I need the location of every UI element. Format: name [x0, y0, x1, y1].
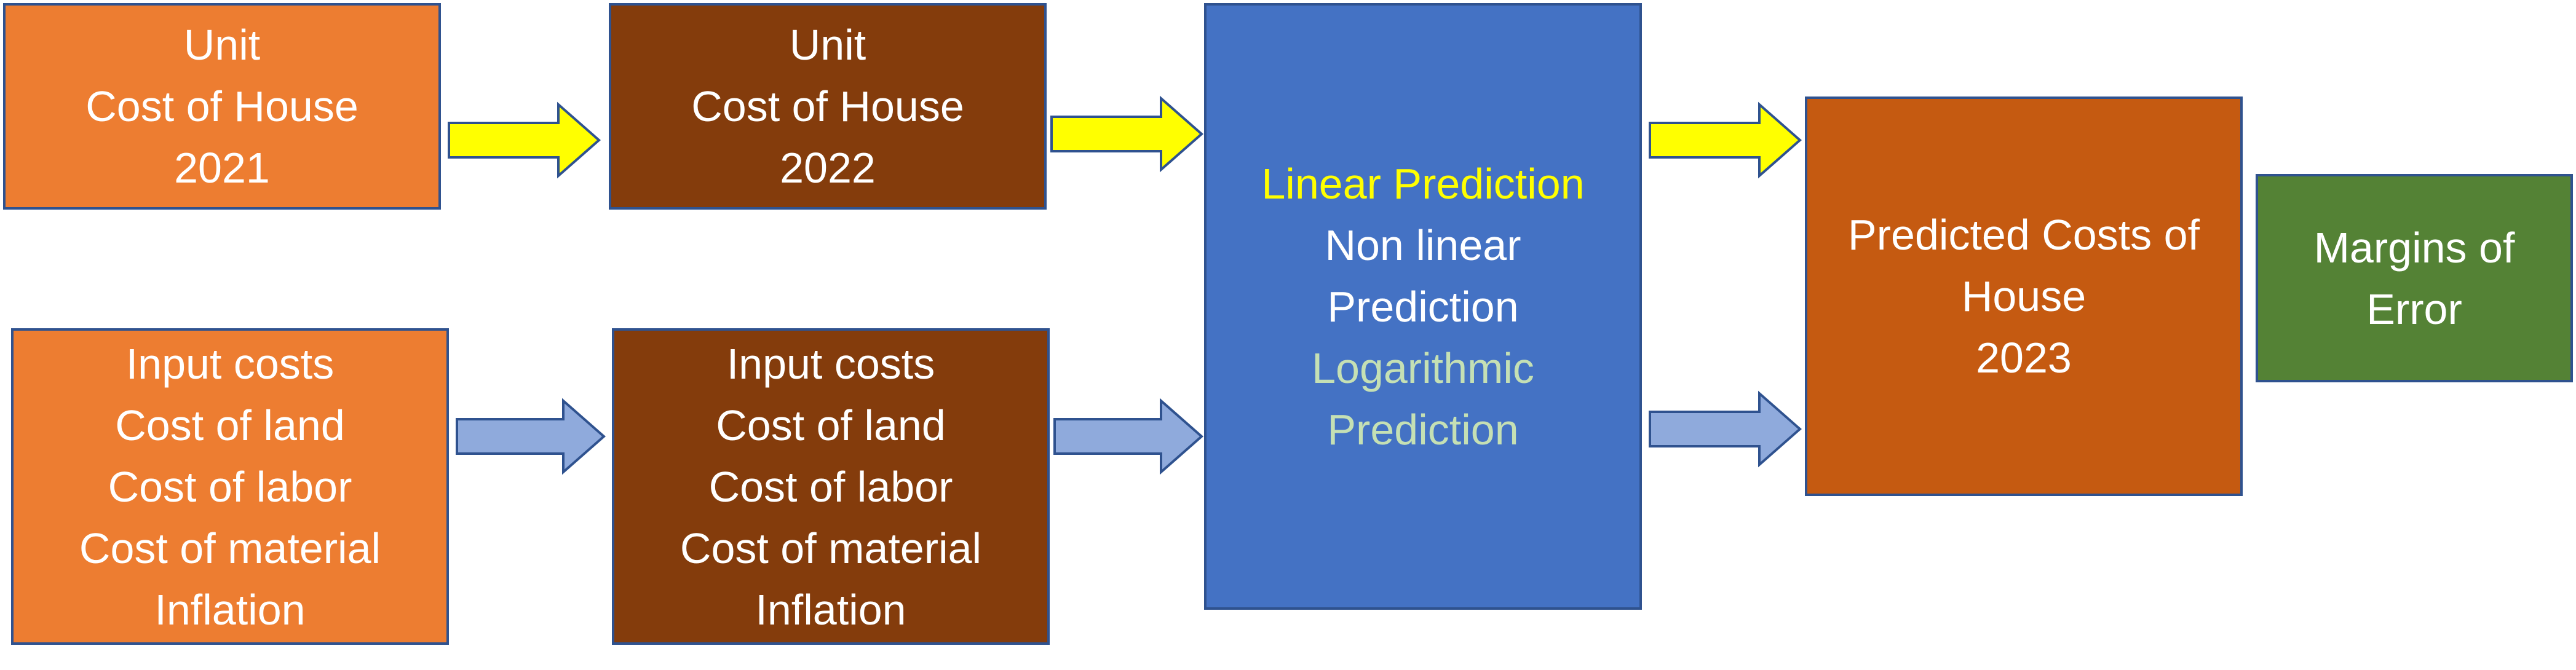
nonlinear-prediction-label: Non linear [1325, 221, 1521, 269]
box-line: Predicted Costs of [1848, 211, 2200, 259]
arrow-right-icon [1649, 390, 1802, 468]
prediction-methods-box: Linear Prediction Non linear Prediction … [1204, 3, 1642, 610]
box-line: Inflation [755, 585, 906, 634]
logarithmic-prediction-label: Prediction [1327, 405, 1519, 454]
box-line: 2023 [1976, 334, 2072, 382]
arrow-right-icon [1649, 101, 1802, 179]
box-line: Cost of material [79, 524, 381, 572]
linear-prediction-label: Linear Prediction [1261, 159, 1585, 208]
box-line: Inflation [154, 585, 306, 634]
box-line: Cost of House [85, 82, 359, 130]
arrow-right-icon [448, 101, 601, 179]
box-line: Error [2366, 285, 2462, 333]
box-line: Cost of land [115, 401, 345, 449]
unit-cost-2022-box: Unit Cost of House 2022 [609, 3, 1047, 210]
box-line: Unit [183, 21, 261, 69]
unit-cost-2021-box: Unit Cost of House 2021 [3, 3, 441, 210]
nonlinear-prediction-label: Prediction [1327, 282, 1519, 331]
box-line: Unit [789, 21, 866, 69]
input-costs-box-1: Input costs Cost of land Cost of labor C… [11, 328, 449, 645]
input-costs-box-2: Input costs Cost of land Cost of labor C… [612, 328, 1050, 645]
box-line: Cost of labor [708, 462, 953, 511]
predicted-costs-2023-box: Predicted Costs of House 2023 [1805, 97, 2243, 496]
box-line: Cost of land [716, 401, 946, 449]
box-line: 2022 [780, 144, 876, 192]
box-line: 2021 [174, 144, 270, 192]
box-line: Input costs [125, 339, 335, 388]
box-line: Input costs [726, 339, 935, 388]
margins-of-error-box: Margins of Error [2256, 174, 2573, 382]
box-line: House [1961, 272, 2087, 320]
box-line: Cost of material [680, 524, 982, 572]
arrow-right-icon [1050, 95, 1204, 173]
arrow-right-icon [456, 398, 606, 475]
logarithmic-prediction-label: Logarithmic [1312, 344, 1534, 392]
box-line: Cost of labor [108, 462, 352, 511]
box-line: Cost of House [691, 82, 964, 130]
arrow-right-icon [1053, 398, 1204, 475]
box-line: Margins of [2313, 223, 2515, 272]
